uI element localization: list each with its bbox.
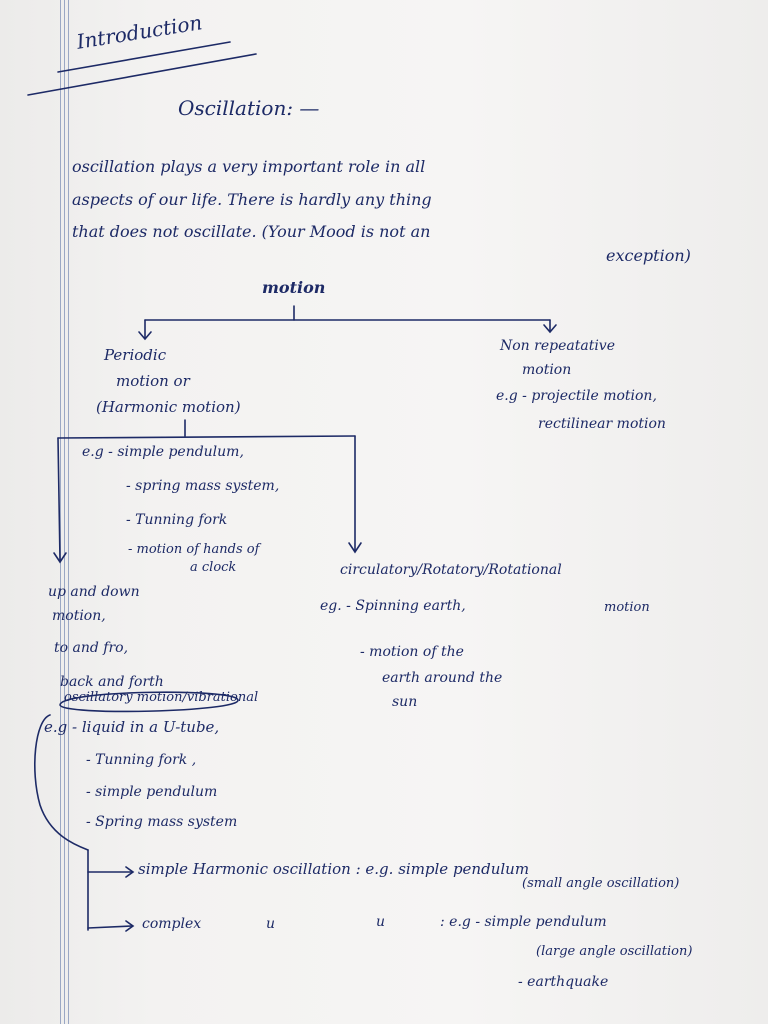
periodic-label: motion or bbox=[116, 372, 190, 390]
section-heading: Oscillation: — bbox=[178, 96, 320, 120]
periodic-example: a clock bbox=[190, 560, 237, 575]
rotational-example: sun bbox=[392, 694, 418, 710]
oscillatory-label: to and fro, bbox=[54, 640, 129, 656]
non-repetitive-example: rectilinear motion bbox=[538, 416, 666, 432]
margin-line bbox=[68, 0, 69, 1024]
complex-example: : e.g - simple pendulum bbox=[440, 914, 607, 930]
paragraph-line: exception) bbox=[606, 246, 691, 265]
periodic-example: - motion of hands of bbox=[128, 542, 260, 557]
non-repetitive-example: e.g - projectile motion, bbox=[496, 388, 657, 404]
motion-label: motion bbox=[262, 278, 326, 297]
oscillatory-label: motion, bbox=[52, 608, 106, 624]
periodic-label: (Harmonic motion) bbox=[96, 398, 241, 416]
periodic-example: e.g - simple pendulum, bbox=[82, 444, 244, 460]
oscillatory-example: - simple pendulum bbox=[86, 784, 218, 800]
oscillatory-label: oscillatory motion/vibrational bbox=[64, 690, 259, 705]
non-repetitive-label: Non repeatative bbox=[500, 338, 615, 354]
rotational-label: motion bbox=[604, 600, 650, 615]
complex-example: - earthquake bbox=[518, 974, 609, 990]
periodic-label: Periodic bbox=[104, 346, 167, 364]
ditto-mark: u bbox=[376, 914, 386, 930]
oscillatory-label: up and down bbox=[48, 584, 140, 600]
oscillatory-example: - Tunning fork , bbox=[86, 752, 197, 768]
paragraph-line: oscillation plays a very important role … bbox=[72, 157, 426, 176]
rotational-label: circulatory/Rotatory/Rotational bbox=[340, 562, 562, 578]
oscillatory-example: e.g - liquid in a U-tube, bbox=[44, 718, 220, 736]
margin-line bbox=[64, 0, 65, 1024]
margin-line bbox=[60, 0, 61, 1024]
rotational-example: eg. - Spinning earth, bbox=[320, 598, 466, 614]
periodic-example: - Tunning fork bbox=[126, 512, 228, 528]
complex-example: (large angle oscillation) bbox=[536, 944, 693, 959]
periodic-example: - spring mass system, bbox=[126, 478, 280, 494]
oscillatory-label: back and forth bbox=[60, 674, 164, 690]
rotational-example: earth around the bbox=[382, 670, 503, 686]
complex-label: complex bbox=[142, 916, 202, 932]
paragraph-line: that does not oscillate. (Your Mood is n… bbox=[72, 222, 431, 241]
shm-label: simple Harmonic oscillation : e.g. simpl… bbox=[138, 860, 530, 878]
ditto-mark: u bbox=[266, 916, 276, 932]
paragraph-line: aspects of our life. There is hardly any… bbox=[72, 190, 432, 209]
shm-note: (small angle oscillation) bbox=[522, 876, 680, 891]
oscillatory-example: - Spring mass system bbox=[86, 814, 238, 830]
rotational-example: - motion of the bbox=[360, 644, 464, 660]
non-repetitive-label: motion bbox=[522, 362, 572, 378]
